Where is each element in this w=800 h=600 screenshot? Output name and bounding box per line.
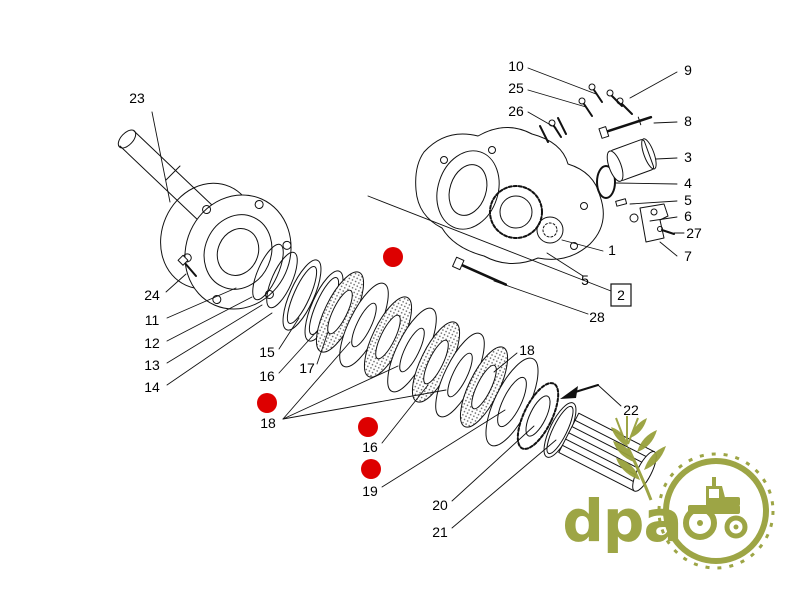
callout-20: 20 [432, 497, 448, 513]
input-shaft [117, 129, 215, 223]
splined-hub [516, 382, 560, 450]
callout-2: 2 [617, 287, 625, 303]
callout-16: 16 [259, 368, 275, 384]
red-marker [358, 417, 378, 437]
bracket-plate [639, 203, 675, 243]
callout-box [610, 283, 632, 307]
long-bolt [598, 115, 653, 139]
callout-18: 18 [260, 415, 276, 431]
washer [252, 243, 284, 301]
callout-9: 9 [684, 62, 692, 78]
callout-25: 25 [508, 80, 524, 96]
callout-26: 26 [508, 103, 524, 119]
callout-12: 12 [144, 335, 160, 351]
callout-1: 1 [608, 242, 616, 258]
leader-lines [151, 67, 685, 529]
stud-bolt [452, 256, 508, 286]
gearbox-housing [415, 117, 604, 264]
callout-28: 28 [589, 309, 605, 325]
splined-shaft [558, 412, 657, 492]
spacer [615, 198, 628, 207]
callout-23: 23 [129, 90, 145, 106]
callout-5: 5 [684, 192, 692, 208]
red-marker [383, 247, 403, 267]
housing-cover [182, 194, 292, 310]
sleeve-bushing [606, 138, 657, 182]
red-marker [361, 459, 381, 479]
callout-21: 21 [432, 524, 448, 540]
clutch-disc-pack [315, 271, 509, 428]
callout-8: 8 [684, 113, 692, 129]
callout-24: 24 [144, 287, 160, 303]
callout-27: 27 [686, 225, 702, 241]
callout-4: 4 [684, 175, 692, 191]
wheat-icon [611, 416, 666, 501]
red-marker [257, 393, 277, 413]
pressure-plate [485, 357, 539, 447]
washer-small [629, 213, 639, 223]
callout-14: 14 [144, 379, 160, 395]
washer [266, 251, 298, 309]
callout-15: 15 [259, 344, 275, 360]
callout-5: 5 [581, 272, 589, 288]
seal-ring [282, 259, 322, 331]
dpa-wordmark: dpa [562, 487, 681, 555]
callout-7: 7 [684, 248, 692, 264]
bolt-part-24 [177, 254, 197, 277]
diagram-line-art [117, 67, 685, 529]
callout-11: 11 [145, 312, 160, 328]
callout-10: 10 [508, 58, 524, 74]
screws [548, 83, 633, 138]
callout-16: 16 [362, 439, 378, 455]
callout-17: 17 [299, 360, 315, 376]
callout-18: 18 [519, 342, 535, 358]
callout-13: 13 [144, 357, 160, 373]
dpa-watermark: dpa [562, 416, 775, 570]
o-ring [596, 165, 616, 199]
tractor-icon [657, 452, 775, 570]
direction-arrow [560, 384, 599, 399]
callout-22: 22 [623, 402, 639, 418]
callout-3: 3 [684, 149, 692, 165]
callout-19: 19 [362, 483, 378, 499]
callout-6: 6 [684, 208, 692, 224]
red-markers [257, 247, 403, 479]
